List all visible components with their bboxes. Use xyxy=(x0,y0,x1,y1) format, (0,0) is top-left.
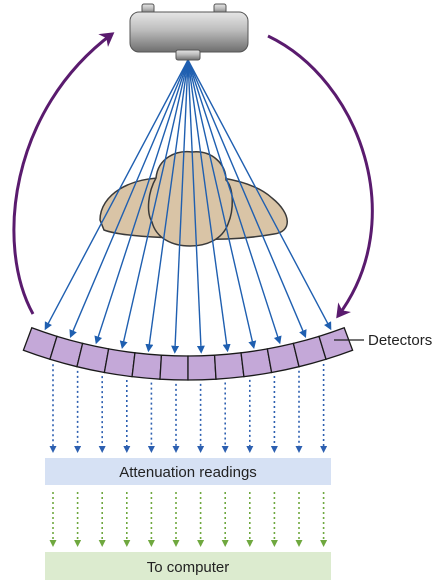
x-ray-beam xyxy=(187,59,282,345)
detector-cell xyxy=(213,352,245,380)
attenuation-band xyxy=(45,458,331,485)
x-ray-beam xyxy=(187,59,332,331)
detector-output-arrows xyxy=(49,364,328,453)
x-ray-beam xyxy=(119,59,189,350)
x-ray-beam xyxy=(145,59,189,353)
detector-cell xyxy=(103,348,136,378)
x-ray-beam xyxy=(171,59,189,354)
x-ray-beam xyxy=(187,59,205,354)
rotation-arrow-right xyxy=(267,34,374,319)
detectors-label: Detectors xyxy=(368,332,432,349)
x-ray-beam xyxy=(69,59,189,339)
x-ray-beam xyxy=(187,59,307,339)
detector-cell xyxy=(187,354,217,381)
x-ray-beams xyxy=(44,59,332,354)
detector-array xyxy=(22,326,354,381)
detector-cell xyxy=(131,352,163,380)
x-ray-beam xyxy=(44,59,189,331)
to-computer-label: To computer xyxy=(147,559,230,576)
rotation-arrow-left xyxy=(12,32,115,315)
detector-cell xyxy=(318,326,354,361)
detector-cell xyxy=(159,354,189,381)
attenuation-readings-label: Attenuation readings xyxy=(119,464,257,481)
x-ray-beam xyxy=(94,59,189,345)
x-ray-beam xyxy=(187,59,231,353)
x-ray-beam xyxy=(187,59,257,350)
x-ray-tube xyxy=(129,3,249,61)
detector-cell xyxy=(76,342,110,374)
to-computer-arrows xyxy=(49,492,328,547)
computer-band xyxy=(45,552,331,580)
detector-cell xyxy=(240,348,273,378)
